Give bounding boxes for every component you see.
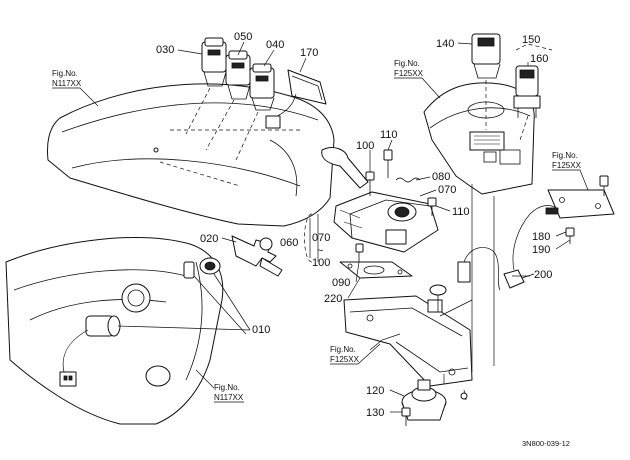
part-label-070-range: 070 bbox=[312, 232, 330, 244]
fig-ref-code: N117XX bbox=[214, 393, 244, 402]
part-label-100-range: 100 bbox=[312, 257, 330, 269]
fig-ref-title: Fig.No. bbox=[552, 151, 578, 160]
fig-ref-title: Fig.No. bbox=[394, 59, 420, 68]
sensor-200 bbox=[503, 205, 559, 289]
part-label-090: 090 bbox=[332, 277, 350, 289]
part-label-range-tilde: ~ bbox=[317, 245, 323, 257]
part-label-040: 040 bbox=[266, 39, 284, 51]
lever-assembly bbox=[321, 147, 439, 253]
switch-050 bbox=[225, 50, 251, 100]
dashboard-cover bbox=[47, 83, 335, 227]
bracket-plate bbox=[343, 295, 473, 387]
fig-ref-title: Fig.No. bbox=[330, 345, 356, 354]
fig-ref-n117xx-top: Fig.No. N117XX bbox=[52, 69, 99, 107]
part-label-160: 160 bbox=[530, 53, 548, 65]
part-label-020: 020 bbox=[200, 233, 218, 245]
part-label-130: 130 bbox=[366, 407, 384, 419]
switch-030 bbox=[201, 37, 227, 87]
part-label-170: 170 bbox=[300, 47, 318, 59]
key-switch-010 bbox=[59, 315, 121, 387]
switch-140 bbox=[471, 33, 501, 79]
sensor-120 bbox=[401, 379, 447, 421]
part-label-030: 030 bbox=[156, 44, 174, 56]
part-label-100-top: 100 bbox=[356, 140, 374, 152]
fig-ref-f125xx-bottom: Fig.No. F125XX bbox=[330, 343, 381, 365]
fig-ref-n117xx-bottom: Fig.No. N117XX bbox=[195, 369, 244, 403]
spring-080 bbox=[395, 177, 421, 183]
part-label-070-top: 070 bbox=[438, 184, 456, 196]
part-label-050: 050 bbox=[234, 31, 252, 43]
fig-ref-code: F125XX bbox=[552, 161, 582, 170]
key-020 bbox=[231, 235, 283, 277]
part-label-060: 060 bbox=[280, 237, 298, 249]
part-label-140: 140 bbox=[436, 38, 454, 50]
bolts-110-100 bbox=[365, 149, 437, 216]
part-label-110-top: 110 bbox=[380, 129, 398, 141]
switch-040 bbox=[249, 63, 275, 111]
fig-ref-f125xx-console: Fig.No. F125XX bbox=[394, 59, 441, 99]
part-labels: 030 050 040 170 140 150 160 110 100 080 … bbox=[156, 31, 552, 419]
part-label-190: 190 bbox=[532, 244, 550, 256]
part-label-180: 180 bbox=[532, 231, 550, 243]
part-label-010: 010 bbox=[252, 324, 270, 336]
fig-ref-title: Fig.No. bbox=[52, 69, 78, 78]
meter-170 bbox=[265, 69, 327, 129]
console-cover bbox=[423, 82, 535, 195]
part-label-220: 220 bbox=[324, 293, 342, 305]
part-label-120: 120 bbox=[366, 385, 384, 397]
bolt-090 bbox=[355, 243, 364, 262]
switch-160 bbox=[513, 65, 541, 118]
connector-pin bbox=[429, 247, 501, 312]
fig-ref-f125xx-right: Fig.No. F125XX bbox=[552, 151, 589, 191]
part-label-150: 150 bbox=[522, 34, 540, 46]
fig-ref-title: Fig.No. bbox=[214, 383, 240, 392]
fig-ref-code: N117XX bbox=[52, 79, 82, 88]
part-label-200: 200 bbox=[534, 269, 552, 281]
key-socket-010 bbox=[183, 257, 221, 279]
fig-ref-code: F125XX bbox=[394, 69, 424, 78]
part-label-110-right: 110 bbox=[452, 206, 470, 218]
drawing-code: 3N800-039-12 bbox=[522, 439, 570, 448]
gasket-220 bbox=[339, 261, 413, 279]
fig-ref-code: F125XX bbox=[330, 355, 360, 364]
part-label-080: 080 bbox=[432, 171, 450, 183]
